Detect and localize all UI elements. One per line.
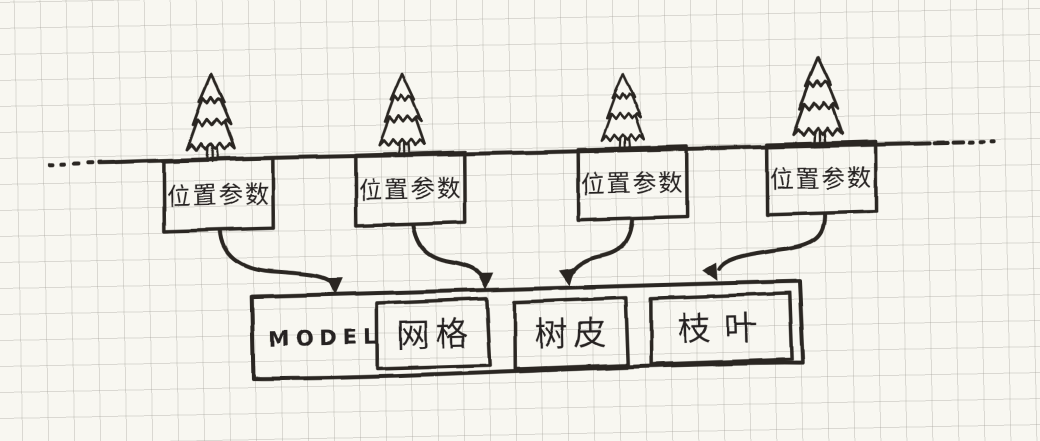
- param-box-label: 位置参数: [769, 164, 874, 194]
- component-label: 枝叶: [677, 308, 772, 349]
- arrow: [218, 228, 343, 295]
- ground-line-left-dots: [47, 159, 116, 167]
- param-box-label: 位置参数: [358, 174, 463, 204]
- component-box: 树皮: [513, 296, 630, 371]
- param-box-label: 位置参数: [166, 180, 271, 210]
- param-box: 位置参数: [575, 144, 689, 222]
- component-label: 网格: [396, 314, 475, 355]
- model-label: MODEL: [268, 325, 382, 351]
- arrow: [411, 222, 494, 290]
- component-label: 树皮: [534, 313, 613, 354]
- ground-line-right-dots: [931, 139, 996, 146]
- param-box: 位置参数: [162, 156, 276, 234]
- pine-tree-icon: [790, 55, 844, 149]
- param-box: 位置参数: [354, 150, 467, 228]
- pine-tree-icon: [376, 71, 426, 159]
- model-box: MODEL 网格 树皮 枝叶: [249, 279, 806, 381]
- param-box-label: 位置参数: [580, 169, 685, 199]
- arrow: [558, 216, 636, 286]
- arrow: [702, 211, 828, 281]
- pine-tree-icon: [599, 71, 646, 153]
- pine-tree-icon: [183, 72, 237, 164]
- component-box: 网格: [375, 296, 492, 371]
- param-box: 位置参数: [764, 139, 878, 217]
- component-box: 枝叶: [649, 291, 794, 367]
